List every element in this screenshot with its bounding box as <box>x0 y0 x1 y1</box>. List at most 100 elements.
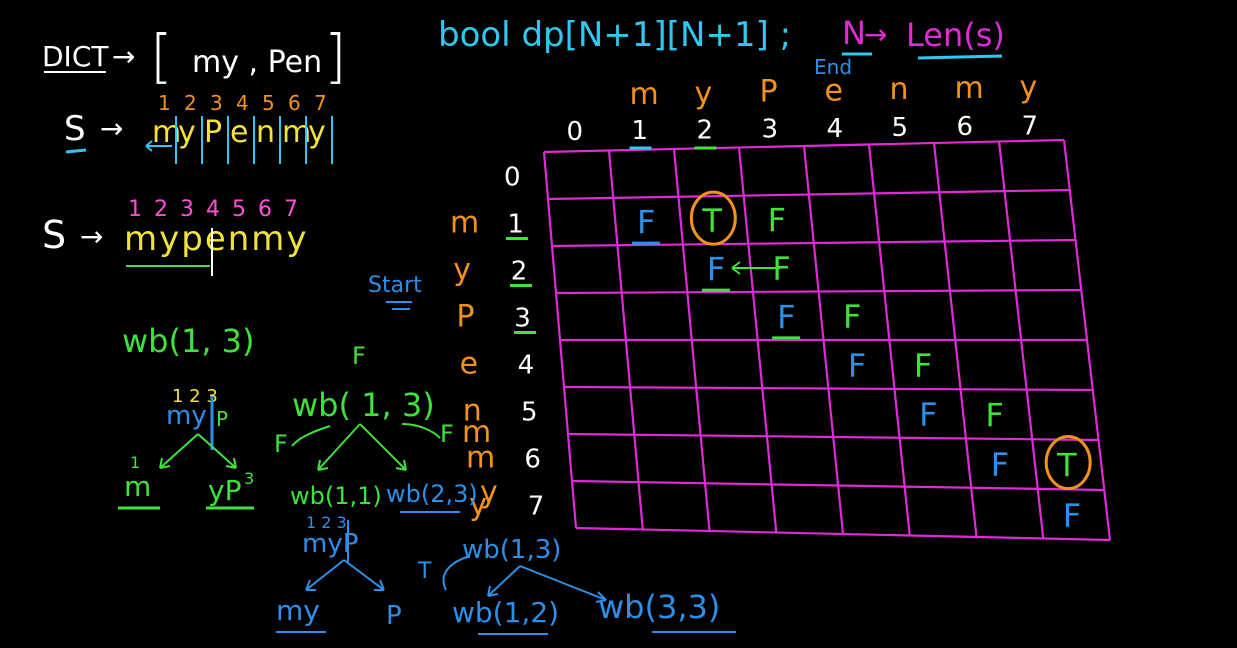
top-index: 7 <box>314 91 327 115</box>
column-letter: y <box>1020 70 1038 105</box>
right-leaf-digit: 3 <box>244 469 254 488</box>
root-call: wb(1, 3) <box>122 322 255 360</box>
row-index: 0 <box>504 163 521 193</box>
dp-cell-value: F <box>707 250 725 288</box>
column-letter: e <box>825 73 843 108</box>
start-label: Start <box>368 273 422 298</box>
second-index: 7 <box>284 197 298 222</box>
grid-vertical-line <box>867 144 911 536</box>
top-index: 2 <box>184 91 197 115</box>
cell-circle <box>1044 435 1092 491</box>
right-leaf: yP <box>208 474 241 507</box>
len-label: Len(s) <box>906 16 1005 54</box>
top-char: y <box>308 115 326 150</box>
end-label: End <box>814 55 852 79</box>
column-index: 3 <box>762 115 779 145</box>
dict-label: DICT <box>42 40 109 73</box>
cell-circle <box>689 190 737 246</box>
row-letter: e <box>460 347 478 382</box>
mid-letter-m: m <box>462 415 491 450</box>
dict-open-bracket: [ <box>150 22 173 90</box>
dp-cell-value: F <box>991 446 1009 484</box>
split-chars: my <box>166 401 207 431</box>
top-char: n <box>256 115 275 150</box>
dp-cell-value: F <box>914 347 932 385</box>
second-index: 6 <box>258 197 272 222</box>
column-index: 4 <box>827 114 844 144</box>
column-letter: m <box>955 71 984 106</box>
row-letter: y <box>469 488 487 523</box>
row-letter: m <box>466 441 495 476</box>
second-index: 1 <box>128 197 142 222</box>
top-char: e <box>230 115 248 150</box>
child-left: wb(1,1) <box>290 482 382 510</box>
split-extra: P <box>216 407 228 431</box>
dp-grid <box>542 138 1112 542</box>
row-index: 3 <box>514 304 531 334</box>
column-index: 5 <box>892 113 909 143</box>
n-arrow: → <box>864 18 887 51</box>
sub-digits: 1 2 3 <box>306 513 347 532</box>
row-index: 5 <box>521 398 538 428</box>
split-branch-left <box>159 433 199 469</box>
string-top-underline <box>65 148 87 154</box>
dp-cell-value: F <box>768 201 786 239</box>
dp-cell-value: T <box>1056 447 1077 485</box>
grid-vertical-line <box>997 141 1045 539</box>
mid-result: F <box>352 342 366 370</box>
dp-cell-value: F <box>772 250 790 288</box>
column-index: 7 <box>1022 111 1039 141</box>
split-branch-right <box>197 433 237 469</box>
row-letter: P <box>456 300 474 335</box>
grid-back-arrow <box>731 261 780 275</box>
row-index: 2 <box>511 257 528 287</box>
right-result-arrow <box>401 423 441 439</box>
string-top-arrow-mark <box>145 140 172 152</box>
row-index: 1 <box>507 210 524 240</box>
second-index: 2 <box>154 197 168 222</box>
left-leaf-digit: 1 <box>130 453 140 472</box>
top-index: 4 <box>236 91 249 115</box>
grid-vertical-line <box>1062 139 1112 541</box>
dp-cell-value: F <box>985 396 1003 434</box>
top-char: P <box>204 115 222 150</box>
sub-chars: myP <box>302 529 358 559</box>
string-top-arrow: → <box>100 112 123 145</box>
column-letter: m <box>630 77 659 112</box>
grid-vertical-line <box>932 142 978 538</box>
second-index: 3 <box>180 197 194 222</box>
sub-branch-left <box>305 559 345 591</box>
dp-cell-value: T <box>701 202 722 240</box>
split-digits: 1 2 3 <box>172 386 218 407</box>
dp-cell-value: F <box>777 298 795 336</box>
row-letter-y-tree: y <box>480 475 498 510</box>
left-result-arrow <box>291 425 331 447</box>
dp-cell-value: F <box>919 396 937 434</box>
dict-words: my , Pen <box>192 45 322 80</box>
string-top-label: S <box>64 109 86 149</box>
string-second-text: mypenmy <box>124 219 309 259</box>
bottom-call: wb(1,3) <box>462 535 561 565</box>
dict-close-bracket: ] <box>324 22 347 90</box>
left-result: F <box>274 430 288 458</box>
mid-call: wb( 1, 3) <box>292 386 435 424</box>
left-leaf: m <box>124 470 151 503</box>
dp-cell-value: F <box>637 203 655 241</box>
header: bool dp[N+1][N+1] ; N → Len(s) End <box>438 14 1005 79</box>
sub-right-leaf: P <box>386 601 402 631</box>
dp-cell-value: F <box>843 298 861 336</box>
grid-horizontal-line <box>563 385 1093 392</box>
dict-arrow: → <box>112 40 135 73</box>
column-index: 1 <box>632 116 649 146</box>
bottom-branch-left <box>487 565 521 597</box>
row-index: 7 <box>528 492 545 522</box>
sub-left-leaf: my <box>276 594 320 627</box>
